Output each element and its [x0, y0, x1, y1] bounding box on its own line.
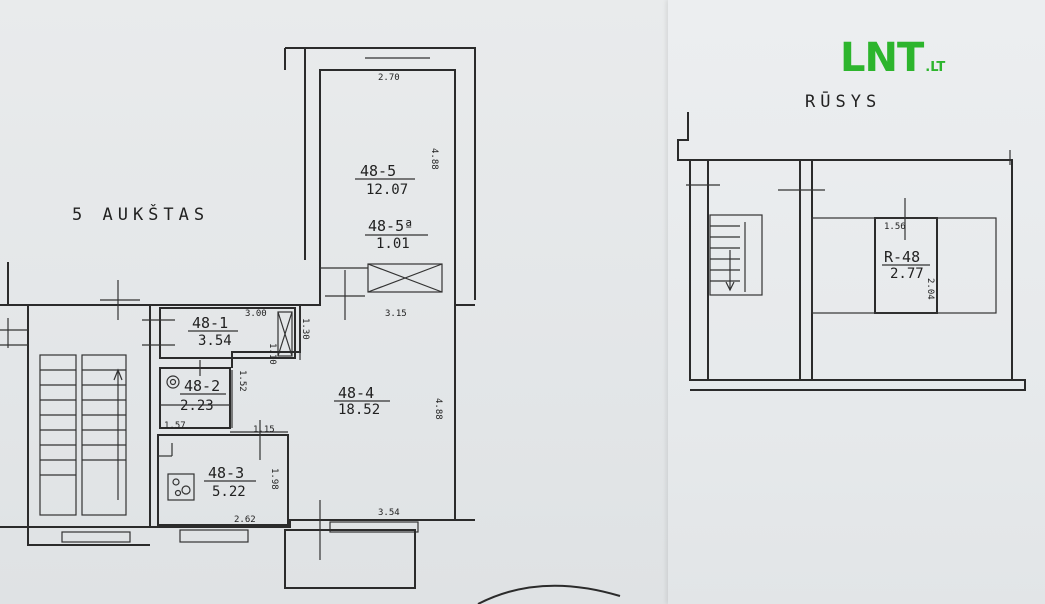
basement-title: RŪSYS — [805, 90, 881, 112]
room-label-48-4: 48-4 — [338, 384, 374, 402]
room-48-3-shape — [157, 420, 289, 526]
room-48-2-shape — [159, 360, 233, 429]
room-label-r-48: R-48 — [884, 248, 920, 266]
room-label-48-5a: 48-5ª — [368, 217, 413, 235]
apartment-walls — [150, 47, 476, 589]
dim-label: 2.04 — [925, 278, 935, 300]
room-label-48-2: 48-2 — [184, 377, 220, 395]
room-48-4-shape — [230, 305, 301, 433]
dim-label: 1.15 — [253, 425, 275, 435]
dim-label: 1.52 — [237, 370, 247, 392]
dim-label: 4.88 — [433, 398, 443, 420]
room-area-r-48: 2.77 — [890, 266, 924, 282]
dim-label: 2.62 — [234, 515, 256, 525]
dim-label: 1.56 — [884, 222, 906, 232]
dim-label: 4.88 — [429, 148, 439, 170]
dim-label: 3.15 — [385, 309, 407, 319]
logo-tld: .LT — [925, 60, 946, 75]
paper-sheet-right — [668, 0, 1045, 604]
room-area-48-4: 18.52 — [338, 402, 380, 418]
logo-main: LNT — [840, 35, 924, 81]
dim-label: 3.54 — [378, 508, 400, 518]
lnt-logo: LNT.LT — [840, 38, 945, 78]
floor-title: 5 AUKŠTAS — [72, 203, 209, 225]
room-48-1-shape — [142, 307, 296, 359]
room-area-48-5: 12.07 — [366, 182, 408, 198]
room-label-48-1: 48-1 — [192, 314, 228, 332]
dim-label: 3.00 — [245, 309, 267, 319]
room-label-48-3: 48-3 — [208, 464, 244, 482]
dim-label: 1.98 — [269, 468, 279, 490]
dim-label: 1.57 — [164, 421, 186, 431]
room-area-48-3: 5.22 — [212, 484, 246, 500]
dim-label: 1.10 — [267, 343, 277, 365]
dim-label: 1.30 — [300, 318, 310, 340]
staircase-left — [0, 262, 151, 546]
room-label-48-5: 48-5 — [360, 162, 396, 180]
paper-sheet-left — [0, 0, 668, 604]
room-area-48-2: 2.23 — [180, 398, 214, 414]
room-area-48-1: 3.54 — [198, 333, 232, 349]
dim-label: 2.70 — [378, 73, 400, 83]
room-48-5a-shape — [320, 263, 443, 320]
basement-plan — [677, 112, 1026, 391]
room-area-48-5a: 1.01 — [376, 236, 410, 252]
bottom-arc — [477, 584, 621, 604]
